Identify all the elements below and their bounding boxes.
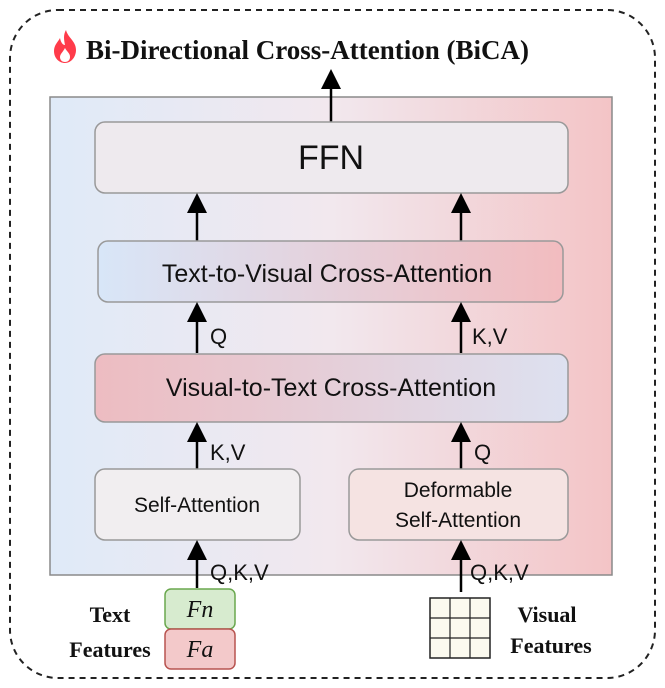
- edge-label-kv-upper: K,V: [472, 324, 508, 349]
- fa-box: [164, 628, 236, 670]
- diagram-title: Bi-Directional Cross-Attention (BiCA): [86, 35, 529, 65]
- edge-label-qkv-left: Q,K,V: [210, 560, 269, 585]
- fa-label: Fa: [186, 637, 214, 663]
- deformable-label-line1: Deformable: [404, 479, 513, 502]
- outer-dashed-frame: [9, 9, 656, 679]
- edge-label-q-upper: Q: [210, 324, 227, 349]
- deformable-label-line2: Self-Attention: [395, 509, 521, 532]
- edge-label-kv-lower: K,V: [210, 440, 246, 465]
- fire-icon: [54, 30, 76, 63]
- visual-to-text-block: [94, 353, 569, 423]
- title-group: Bi-Directional Cross-Attention (BiCA): [54, 30, 529, 65]
- visual-grid-icon: [429, 597, 491, 659]
- fn-label: Fn: [186, 597, 214, 623]
- text-to-visual-label: Text-to-Visual Cross-Attention: [162, 260, 492, 288]
- ffn-label: FFN: [298, 139, 364, 177]
- edge-label-q-lower: Q: [474, 440, 491, 465]
- edge-label-qkv-right: Q,K,V: [470, 560, 529, 585]
- text-features-label-line2: Features: [69, 637, 151, 662]
- self-attention-label: Self-Attention: [134, 494, 260, 517]
- ffn-block: [94, 121, 569, 194]
- visual-features-label-line1: Visual: [517, 602, 576, 627]
- visual-to-text-label: Visual-to-Text Cross-Attention: [166, 374, 496, 402]
- visual-features-label-line2: Features: [510, 633, 592, 658]
- text-features-label-line1: Text: [90, 602, 131, 627]
- text-to-visual-block: [97, 240, 564, 303]
